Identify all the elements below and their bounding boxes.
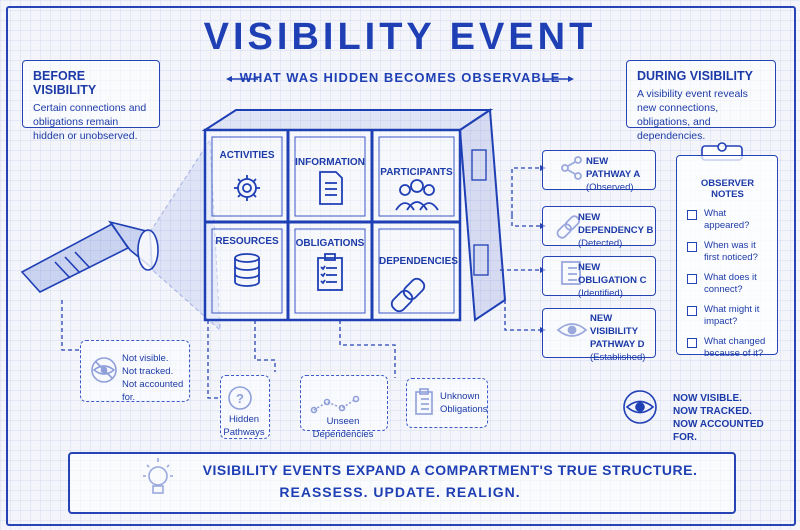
observer-note-1-label: What appeared? [704,208,750,231]
unknown-obligations-label: Unknown Obligations [440,391,488,415]
before-visibility-text: Certain connections and obligations rema… [33,102,147,142]
unseen-dependencies-label: Unseen Dependencies [312,416,374,440]
discovery-dependency-b-name: NEW DEPENDENCY B [578,212,654,236]
compartment-dependencies: DEPENDENCIES [379,256,458,267]
now-visible-line-2: NOW TRACKED. [673,406,752,417]
page-subtitle: WHAT WAS HIDDEN BECOMES OBSERVABLE [239,70,561,85]
hidden-status-box [80,340,190,402]
unknown-obligations-box [406,378,488,428]
observer-notes-title: OBSERVER NOTES [700,178,755,200]
discovery-dependency-b-text: NEW DEPENDENCY B (Detected) [578,211,654,250]
checkbox-icon[interactable] [687,242,697,252]
discovery-pathway-d-name: NEW VISIBILITY PATHWAY D [590,313,645,350]
footer-line-2: REASSESS. UPDATE. REALIGN. [279,484,521,500]
blueprint-frame [6,6,796,526]
now-visible-text: NOW VISIBLE. NOW TRACKED. NOW ACCOUNTED … [673,392,783,444]
chain-link-icon [390,277,426,313]
hidden-status-text: Not visible. Not tracked. Not accounted … [122,352,186,404]
now-visible-line-1: NOW VISIBLE. [673,393,742,404]
compartment-activities: ACTIVITIES [219,150,275,161]
observer-note-4[interactable]: What might it impact? [687,304,768,328]
observer-note-2[interactable]: When was it first noticed? [687,240,768,264]
compartment-resources: RESOURCES [215,236,279,247]
hidden-status-line-3: Not accounted for. [122,379,184,403]
discovery-pathway-d-status: (Established) [590,352,646,363]
checkbox-icon[interactable] [687,210,697,220]
discovery-pathway-a-status: (Observed) [586,182,634,193]
discovery-dependency-b [542,206,656,246]
observer-note-4-label: What might it impact? [704,304,760,327]
discovery-pathway-d [542,308,656,358]
observer-note-3[interactable]: What does it connect? [687,272,768,296]
discovery-pathway-a-name: NEW PATHWAY A [586,156,641,180]
observer-note-5-label: What changed because of it? [704,336,766,359]
discovery-obligation-c-name: NEW OBLIGATION C [578,262,647,286]
checkbox-icon[interactable] [687,306,697,316]
document-icon [319,171,343,205]
unseen-dependencies-box [300,375,388,431]
compartment-information: INFORMATION [295,157,365,168]
hidden-pathways-label: Hidden Pathways [223,414,265,438]
discovery-obligation-c-text: NEW OBLIGATION C (Identified) [578,261,654,300]
discovery-pathway-d-text: NEW VISIBILITY PATHWAY D (Established) [590,312,652,364]
flashlight-icon [20,220,159,293]
checkbox-icon[interactable] [687,274,697,284]
discovery-pathway-a [542,150,656,190]
during-visibility-text: A visibility event reveals new connectio… [637,88,748,142]
discovery-obligation-c-status: (Identified) [578,288,623,299]
discovery-obligation-c [542,256,656,296]
discovery-pathway-a-text: NEW PATHWAY A (Observed) [586,155,652,194]
discovery-dependency-b-status: (Detected) [578,238,623,249]
compartment-participants: PARTICIPANTS [380,167,453,178]
database-icon [234,253,260,287]
now-visible-line-3: NOW ACCOUNTED FOR. [673,419,764,443]
observer-notes-panel: OBSERVER NOTES What appeared? When was i… [676,155,778,359]
visible-eye-icon [623,390,657,424]
observer-note-5[interactable]: What changed because of it? [687,336,768,360]
page-title: VISIBILITY EVENT [203,16,597,58]
people-icon [395,179,439,211]
clipboard-icon [317,253,343,291]
during-visibility-title: DURING VISIBILITY [637,69,753,83]
before-visibility-panel: BEFORE VISIBILITY Certain connections an… [22,60,160,142]
hidden-pathways-box [220,375,270,439]
before-visibility-title: BEFORE VISIBILITY [33,69,97,97]
footer-line-1: VISIBILITY EVENTS EXPAND A COMPARTMENT'S… [202,462,698,478]
compartment-obligations: OBLIGATIONS [295,238,365,249]
gear-icon [234,175,260,201]
observer-note-1[interactable]: What appeared? [687,208,768,232]
footer-banner [68,452,736,514]
observer-note-2-label: When was it first noticed? [704,240,758,263]
hidden-status-line-1: Not visible. [122,353,169,364]
checkbox-icon[interactable] [687,338,697,348]
observer-note-3-label: What does it connect? [704,272,757,295]
hidden-status-line-2: Not tracked. [122,366,174,377]
during-visibility-panel: DURING VISIBILITY A visibility event rev… [626,60,776,142]
